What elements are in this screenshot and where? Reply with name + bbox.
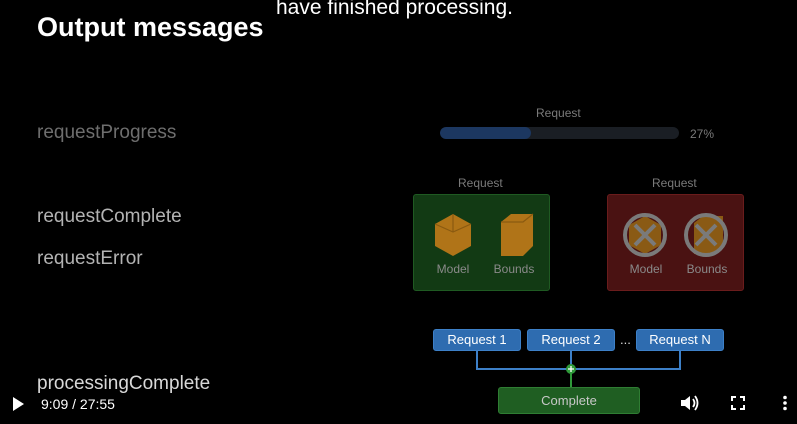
play-icon[interactable] bbox=[11, 396, 25, 412]
bounds-label: Bounds bbox=[493, 262, 535, 276]
message-request-error: requestError bbox=[37, 248, 143, 269]
model-label: Model bbox=[436, 262, 470, 276]
message-request-progress: requestProgress bbox=[37, 122, 177, 143]
playback-time: 9:09 / 27:55 bbox=[41, 396, 115, 412]
progress-request-label: Request bbox=[536, 106, 581, 120]
slide-title: Output messages bbox=[37, 12, 264, 42]
model-error-icon bbox=[623, 213, 667, 257]
bounds-error-icon bbox=[684, 213, 728, 257]
request-progress-bar bbox=[440, 127, 679, 139]
request-error-panel: Model Bounds bbox=[607, 194, 744, 291]
subtitle-caption: have finished processing. bbox=[276, 0, 513, 19]
request-complete-panel: Model Bounds bbox=[413, 194, 550, 291]
progress-percent: 27% bbox=[690, 127, 715, 141]
success-request-label: Request bbox=[458, 176, 503, 190]
message-request-complete: requestComplete bbox=[37, 206, 182, 227]
request-progress-fill bbox=[440, 127, 531, 139]
bounds-error-label: Bounds bbox=[686, 262, 728, 276]
error-request-label: Request bbox=[652, 176, 697, 190]
request-1-box: Request 1 bbox=[433, 329, 521, 351]
request-ellipsis: ... bbox=[620, 332, 631, 347]
more-options-icon[interactable] bbox=[782, 395, 788, 411]
request-2-box: Request 2 bbox=[527, 329, 615, 351]
model-icon bbox=[434, 214, 472, 256]
volume-icon[interactable] bbox=[680, 394, 700, 412]
complete-box: Complete bbox=[498, 387, 640, 414]
request-n-box: Request N bbox=[636, 329, 724, 351]
fullscreen-icon[interactable] bbox=[731, 396, 745, 410]
bounds-icon bbox=[501, 213, 534, 256]
model-error-label: Model bbox=[629, 262, 663, 276]
message-processing-complete: processingComplete bbox=[37, 373, 211, 394]
